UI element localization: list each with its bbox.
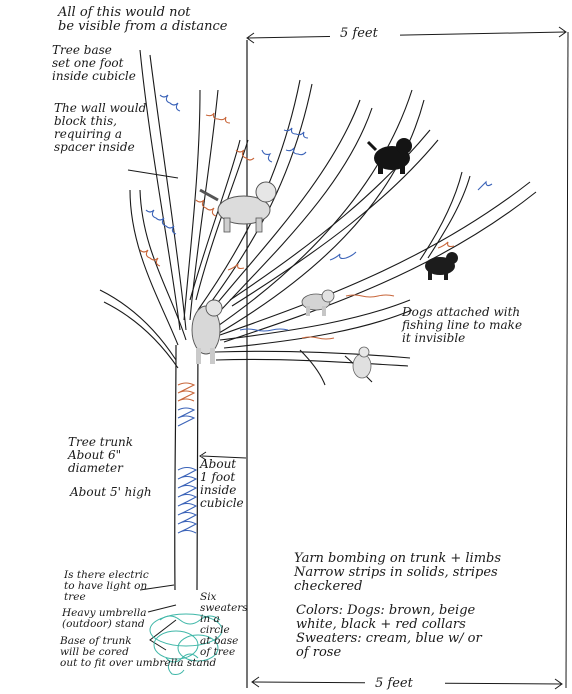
note-yarn-bombing: Yarn bombing on trunk + limbs Narrow str… — [294, 552, 564, 594]
note-inside-cubicle: About 1 foot inside cubicle — [200, 458, 260, 510]
note-dogs-fishing-line: Dogs attached with fishing line to make … — [402, 306, 552, 345]
trunk-yarn-bombing — [178, 383, 196, 533]
dog-black-right — [425, 252, 458, 280]
top-dimension-arrow — [248, 32, 565, 38]
dog-white-trunk — [192, 300, 222, 364]
top-dimension-label: 5 feet — [340, 26, 379, 41]
right-frame-line — [566, 32, 568, 688]
note-sweaters: Six sweaters in a circle at base of tree — [200, 592, 252, 658]
note-tree-base: Tree base set one foot inside cubicle — [52, 44, 162, 83]
bottom-dimension-label: 5 feet — [375, 676, 414, 691]
note-distance: All of this would not be visible from a … — [58, 6, 248, 34]
note-wall: The wall would block this, requiring a s… — [54, 102, 174, 154]
note-trunk-height: About 5' high — [70, 486, 170, 499]
note-colors: Colors: Dogs: brown, beige white, black … — [296, 604, 564, 660]
tree-trunk — [175, 340, 198, 590]
note-umbrella-stand: Heavy umbrella (outdoor) stand — [62, 608, 162, 630]
note-electric: Is there electric to have light on tree — [64, 570, 174, 603]
note-trunk-diameter: Tree trunk About 6" diameter — [68, 436, 158, 475]
dog-white-large — [200, 182, 276, 232]
dog-small-white — [302, 290, 334, 316]
dog-tiny-lower — [353, 347, 371, 378]
